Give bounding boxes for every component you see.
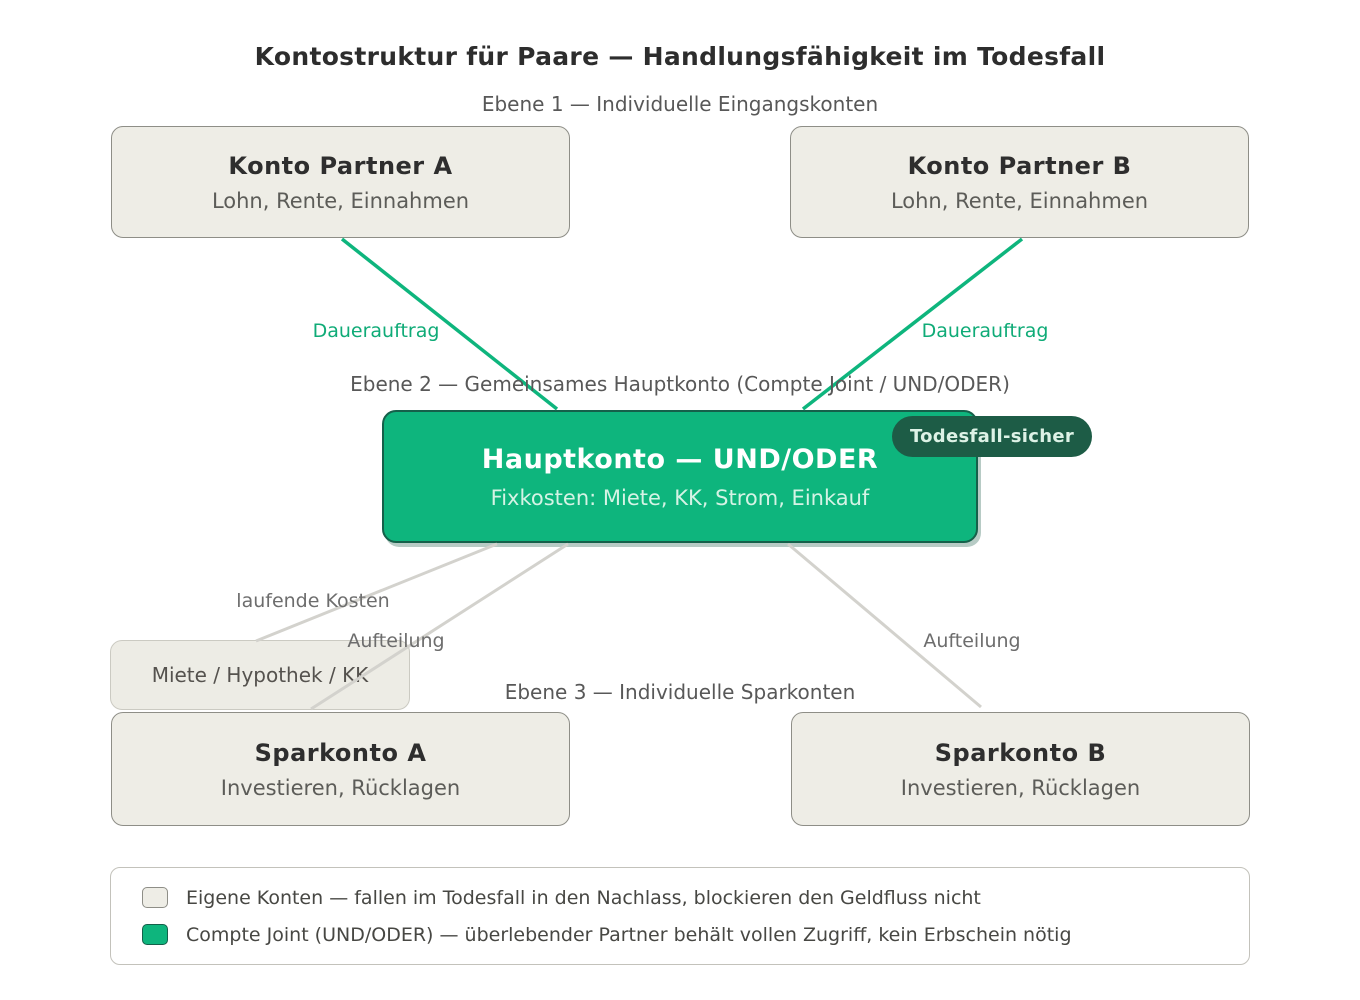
page-title: Kontostruktur für Paare — Handlungsfähig… bbox=[254, 42, 1106, 71]
level-3-label: Ebene 3 — Individuelle Sparkonten bbox=[504, 680, 856, 704]
node-konto-partner-b-title: Konto Partner B bbox=[907, 151, 1132, 180]
node-konto-partner-a-title: Konto Partner A bbox=[228, 151, 453, 180]
node-konto-partner-b-subtitle: Lohn, Rente, Einnahmen bbox=[890, 188, 1149, 213]
edge-label-dauerauftrag-right: Dauerauftrag bbox=[921, 320, 1049, 342]
edge-label-laufende-kosten: laufende Kosten bbox=[236, 590, 390, 612]
node-hauptkonto-title: Hauptkonto — UND/ODER bbox=[481, 443, 879, 475]
node-sparkonto-a-title: Sparkonto A bbox=[254, 738, 427, 767]
edge-label-aufteilung-left: Aufteilung bbox=[347, 630, 445, 652]
node-hauptkonto-subtitle: Fixkosten: Miete, KK, Strom, Einkauf bbox=[490, 485, 870, 510]
level-2-label: Ebene 2 — Gemeinsames Hauptkonto (Compte… bbox=[350, 372, 1010, 396]
node-sparkonto-a: Sparkonto A Investieren, Rücklagen bbox=[111, 712, 570, 826]
legend-joint-account-label: Compte Joint (UND/ODER) — überlebender P… bbox=[186, 923, 1072, 946]
node-hauptkonto: Hauptkonto — UND/ODER Fixkosten: Miete, … bbox=[382, 410, 978, 543]
legend-row-joint-account: Compte Joint (UND/ODER) — überlebender P… bbox=[142, 924, 1249, 946]
edge-label-aufteilung-right: Aufteilung bbox=[923, 630, 1021, 652]
node-sparkonto-a-subtitle: Investieren, Rücklagen bbox=[220, 775, 461, 800]
legend-row-own-accounts: Eigene Konten — fallen im Todesfall in d… bbox=[142, 887, 1249, 909]
node-sparkonto-b-subtitle: Investieren, Rücklagen bbox=[900, 775, 1141, 800]
node-konto-partner-a: Konto Partner A Lohn, Rente, Einnahmen bbox=[111, 126, 570, 238]
node-sparkonto-b-title: Sparkonto B bbox=[934, 738, 1107, 767]
joint-account-swatch-icon bbox=[142, 924, 168, 945]
legend: Eigene Konten — fallen im Todesfall in d… bbox=[110, 867, 1250, 965]
node-sparkonto-b: Sparkonto B Investieren, Rücklagen bbox=[791, 712, 1250, 826]
node-konto-partner-b: Konto Partner B Lohn, Rente, Einnahmen bbox=[790, 126, 1249, 238]
node-konto-partner-a-subtitle: Lohn, Rente, Einnahmen bbox=[211, 188, 470, 213]
legend-own-accounts-label: Eigene Konten — fallen im Todesfall in d… bbox=[186, 886, 981, 909]
own-account-swatch-icon bbox=[142, 887, 168, 908]
edge-label-dauerauftrag-left: Dauerauftrag bbox=[312, 320, 440, 342]
level-1-label: Ebene 1 — Individuelle Eingangskonten bbox=[481, 92, 879, 116]
todesfall-sicher-badge: Todesfall-sicher bbox=[892, 416, 1092, 457]
